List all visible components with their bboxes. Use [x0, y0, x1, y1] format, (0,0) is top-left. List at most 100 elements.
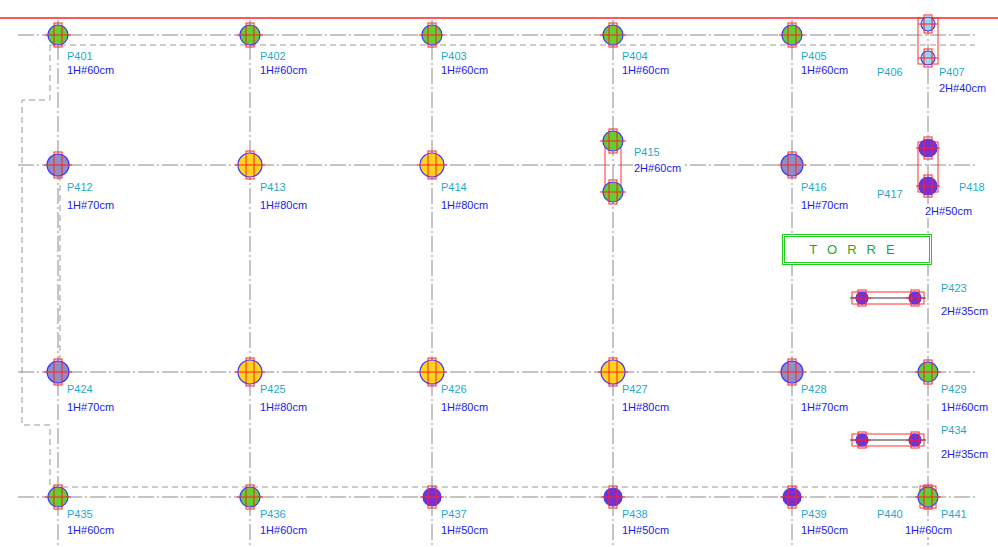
column-axis — [235, 372, 265, 373]
pile-mark: P401 — [66, 50, 94, 63]
pile-spec: 1H#60cm — [940, 401, 989, 414]
column-axis — [601, 497, 625, 498]
pile-spec: 1H#50cm — [440, 524, 489, 537]
column-axis — [237, 497, 263, 498]
grid-axis — [250, 20, 251, 545]
pile-spec: 1H#60cm — [621, 64, 670, 77]
pile-mark: P435 — [66, 508, 94, 521]
column-axis — [915, 372, 941, 373]
tie-beam — [850, 298, 926, 299]
grid-axis — [792, 20, 793, 545]
pile-spec: 1H#50cm — [800, 524, 849, 537]
pile-mark: P412 — [66, 181, 94, 194]
grid-axis — [18, 497, 975, 498]
column-axis — [237, 35, 263, 36]
grid-axis — [18, 35, 975, 36]
pile-spec: 1H#80cm — [259, 401, 308, 414]
column-axis — [916, 186, 940, 187]
pile-mark: P413 — [259, 181, 287, 194]
pile-mark: P414 — [440, 181, 468, 194]
pile-mark: P441 — [940, 508, 968, 521]
pile-spec: 1H#80cm — [259, 199, 308, 212]
column-axis — [417, 372, 447, 373]
grid-axis — [58, 20, 59, 545]
pile-spec: 1H#60cm — [800, 64, 849, 77]
pile-mark: P403 — [440, 50, 468, 63]
pile-mark: P425 — [259, 383, 287, 396]
column-axis — [778, 165, 806, 166]
grid-axis — [18, 165, 975, 166]
pile-spec: 1H#60cm — [440, 64, 489, 77]
slab-edge — [60, 155, 61, 360]
grid-axis — [432, 20, 433, 545]
column-axis — [600, 192, 626, 193]
column-axis — [598, 372, 628, 373]
pile-mark: P437 — [440, 508, 468, 521]
column-axis — [45, 35, 71, 36]
column-axis — [600, 141, 626, 142]
slab-edge — [22, 45, 930, 487]
column-axis — [916, 148, 940, 149]
pile-spec: 2H#50cm — [924, 205, 973, 218]
grid-axis — [613, 20, 614, 545]
pile-spec: 1H#60cm — [66, 64, 115, 77]
column-axis — [600, 35, 626, 36]
grid-axis — [18, 372, 975, 373]
pile-spec: 1H#80cm — [440, 199, 489, 212]
column-axis — [235, 165, 265, 166]
column-axis — [918, 58, 938, 59]
column-axis — [420, 497, 444, 498]
pile-spec: 2H#40cm — [938, 82, 987, 95]
pile-mark: P416 — [800, 181, 828, 194]
pile-spec: 1H#70cm — [800, 401, 849, 414]
column-axis — [918, 24, 938, 25]
pile-spec: 2H#35cm — [940, 448, 989, 461]
pile-mark: P427 — [621, 383, 649, 396]
pile-mark: P407 — [938, 66, 966, 79]
pile-spec: 2H#35cm — [940, 305, 989, 318]
tie-beam — [850, 440, 926, 441]
pile-cap — [918, 18, 938, 64]
pile-spec: 1H#70cm — [66, 401, 115, 414]
pile-spec: 1H#80cm — [621, 401, 670, 414]
pile-mark: P415 — [633, 146, 661, 159]
pile-mark: P439 — [800, 508, 828, 521]
pile-spec: 1H#60cm — [904, 524, 953, 537]
pile-mark: P426 — [440, 383, 468, 396]
pile-spec: 1H#60cm — [66, 524, 115, 537]
pile-mark: P429 — [940, 383, 968, 396]
column-axis — [853, 298, 871, 299]
pile-mark: P404 — [621, 50, 649, 63]
column-axis — [906, 298, 924, 299]
pile-mark: P417 — [876, 188, 904, 201]
column-axis — [853, 440, 871, 441]
pile-mark: P406 — [876, 66, 904, 79]
pile-spec: 1H#60cm — [259, 524, 308, 537]
column-axis — [417, 165, 447, 166]
pile-mark: P436 — [259, 508, 287, 521]
grid-axis — [928, 20, 929, 545]
tower-box: TORRE — [782, 234, 932, 265]
column-axis — [419, 35, 445, 36]
column-axis — [779, 35, 805, 36]
column-axis — [44, 372, 72, 373]
column-axis — [780, 497, 804, 498]
pile-mark: P423 — [940, 282, 968, 295]
pile-mark: P402 — [259, 50, 287, 63]
tower-label: TORRE — [809, 242, 904, 257]
pile-mark: P434 — [940, 424, 968, 437]
boundary-line — [0, 17, 998, 19]
pile-mark: P424 — [66, 383, 94, 396]
column-axis — [45, 497, 71, 498]
pile-spec: 1H#80cm — [440, 401, 489, 414]
column-axis — [915, 497, 941, 498]
pile-mark: P438 — [621, 508, 649, 521]
column-axis — [44, 165, 72, 166]
pile-spec: 1H#60cm — [259, 64, 308, 77]
column-axis — [906, 440, 924, 441]
slab-edge — [50, 45, 975, 46]
pile-spec: 1H#70cm — [800, 199, 849, 212]
